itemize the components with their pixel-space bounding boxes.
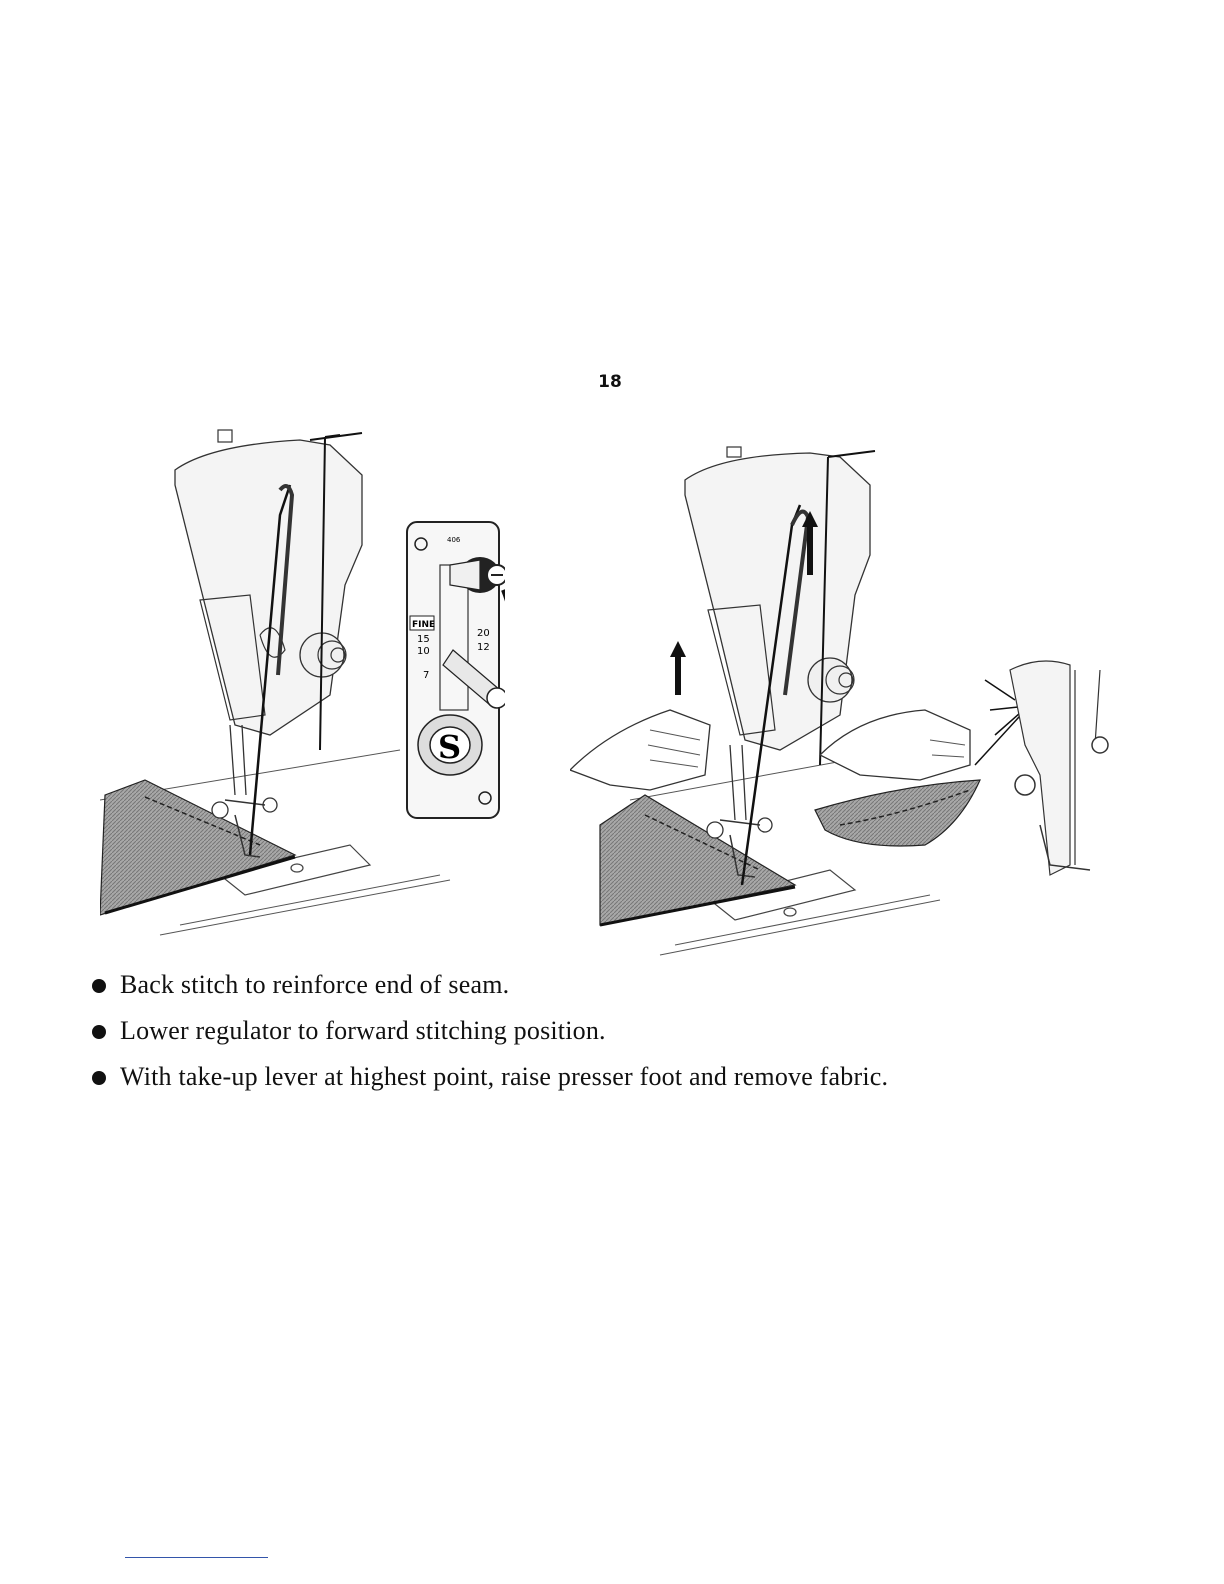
bullet-icon <box>92 1025 106 1039</box>
scale-7: 7 <box>423 670 429 681</box>
scale-12: 12 <box>477 642 490 653</box>
instruction-text: With take-up lever at highest point, rai… <box>120 1062 888 1091</box>
instruction-item: With take-up lever at highest point, rai… <box>90 1054 1090 1100</box>
stitch-regulator-plate: 406 FINE 20 12 15 10 7 S <box>405 520 505 820</box>
fine-label: FINE <box>412 620 435 630</box>
scale-10: 10 <box>417 646 430 657</box>
remove-fabric-illustration <box>570 445 1115 960</box>
bullet-icon <box>92 979 106 993</box>
instruction-list: Back stitch to reinforce end of seam. Lo… <box>90 962 1090 1100</box>
plate-model-number: 406 <box>447 536 461 544</box>
instruction-item: Back stitch to reinforce end of seam. <box>90 962 1090 1008</box>
scale-20: 20 <box>477 628 490 639</box>
instruction-text: Back stitch to reinforce end of seam. <box>120 970 509 999</box>
page-number: 18 <box>590 372 630 392</box>
scale-15: 15 <box>417 634 430 645</box>
footer-rule <box>125 1557 268 1558</box>
bullet-icon <box>92 1071 106 1085</box>
singer-logo-letter: S <box>438 728 461 766</box>
instruction-text: Lower regulator to forward stitching pos… <box>120 1016 606 1045</box>
instruction-item: Lower regulator to forward stitching pos… <box>90 1008 1090 1054</box>
